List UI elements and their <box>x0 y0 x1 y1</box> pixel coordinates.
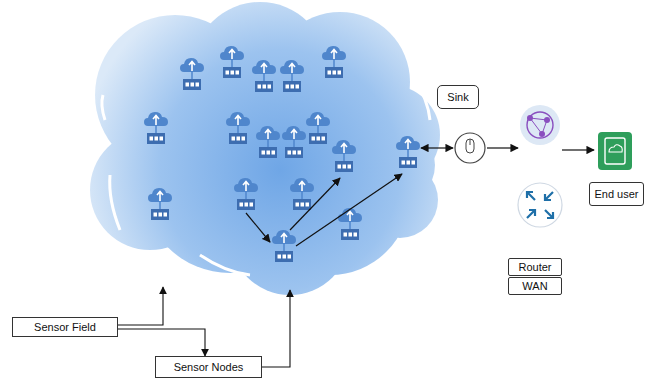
wan-box: WAN <box>508 277 562 295</box>
sensor-field-box: Sensor Field <box>12 317 118 337</box>
node-label: WAN <box>522 280 547 292</box>
data-path-arrows <box>246 148 594 246</box>
sink-icon <box>455 133 485 163</box>
router-icon <box>518 105 562 227</box>
node-label: Sink <box>447 91 468 103</box>
end-user-box: End user <box>589 182 644 206</box>
end-user-icon <box>598 132 632 170</box>
node-label: Sensor Nodes <box>174 361 244 373</box>
node-label: Sensor Field <box>34 321 96 333</box>
leader-lines <box>118 287 290 367</box>
sink-box: Sink <box>437 85 479 109</box>
router-box: Router <box>508 258 562 276</box>
sensor-field-cloud <box>90 2 440 295</box>
connector <box>118 329 205 356</box>
cloud-gaps <box>102 80 430 275</box>
sensor-node-icons <box>144 46 420 262</box>
sensor-nodes-box: Sensor Nodes <box>155 356 262 378</box>
node-label: Router <box>518 261 551 273</box>
node-label: End user <box>594 188 638 200</box>
